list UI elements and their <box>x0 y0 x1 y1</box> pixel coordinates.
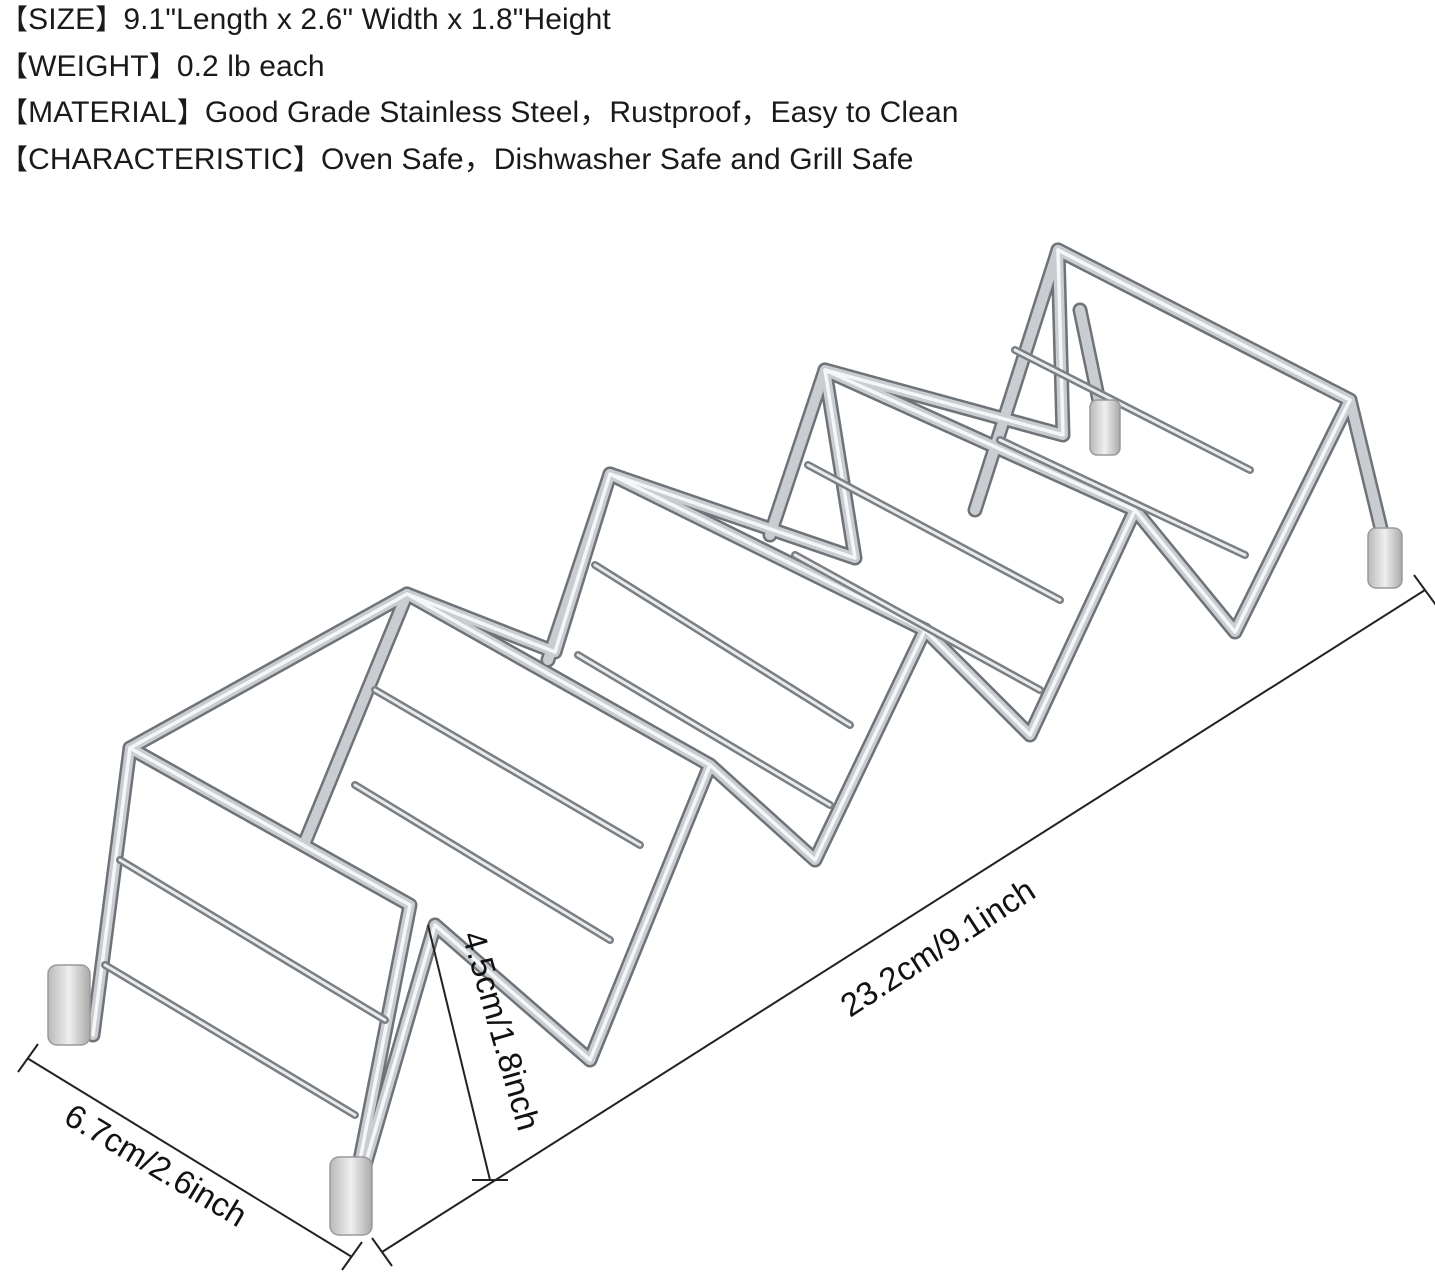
spec-weight-label: WEIGHT <box>28 49 149 83</box>
spec-size: 【SIZE】9.1"Length x 2.6" Width x 1.8"Heig… <box>0 3 611 36</box>
rubber-foot-icon <box>47 399 1403 1236</box>
dimension-lines <box>17 574 1435 1271</box>
spec-characteristic-label: CHARACTERISTIC <box>28 142 293 176</box>
spec-material-label: MATERIAL <box>28 96 177 129</box>
width-dimension-line <box>26 1057 353 1258</box>
spec-weight: 【WEIGHT】0.2 lb each <box>0 49 325 83</box>
spec-characteristic: 【CHARACTERISTIC】Oven Safe，Dishwasher Saf… <box>0 142 914 176</box>
taco-holder-rack-icon <box>47 242 1403 1236</box>
spec-material-value: Good Grade Stainless Steel，Rustproof，Eas… <box>204 96 959 129</box>
spec-size-label: SIZE <box>28 3 96 36</box>
spec-list: 【SIZE】9.1"Length x 2.6" Width x 1.8"Heig… <box>0 0 959 185</box>
height-dimension-line <box>427 924 491 1181</box>
spec-material: 【MATERIAL】Good Grade Stainless Steel，Rus… <box>0 96 959 129</box>
width-label: 6.7cm/2.6inch <box>58 1096 253 1234</box>
spec-weight-value: 0.2 lb each <box>176 49 325 83</box>
height-label: 4.5cm/1.8inch <box>455 927 547 1135</box>
length-label: 23.2cm/9.1inch <box>834 871 1042 1024</box>
spec-size-value: 9.1"Length x 2.6" Width x 1.8"Height <box>123 3 611 36</box>
length-dimension-line <box>381 589 1426 1253</box>
spec-characteristic-value: Oven Safe，Dishwasher Safe and Grill Safe <box>320 142 914 176</box>
